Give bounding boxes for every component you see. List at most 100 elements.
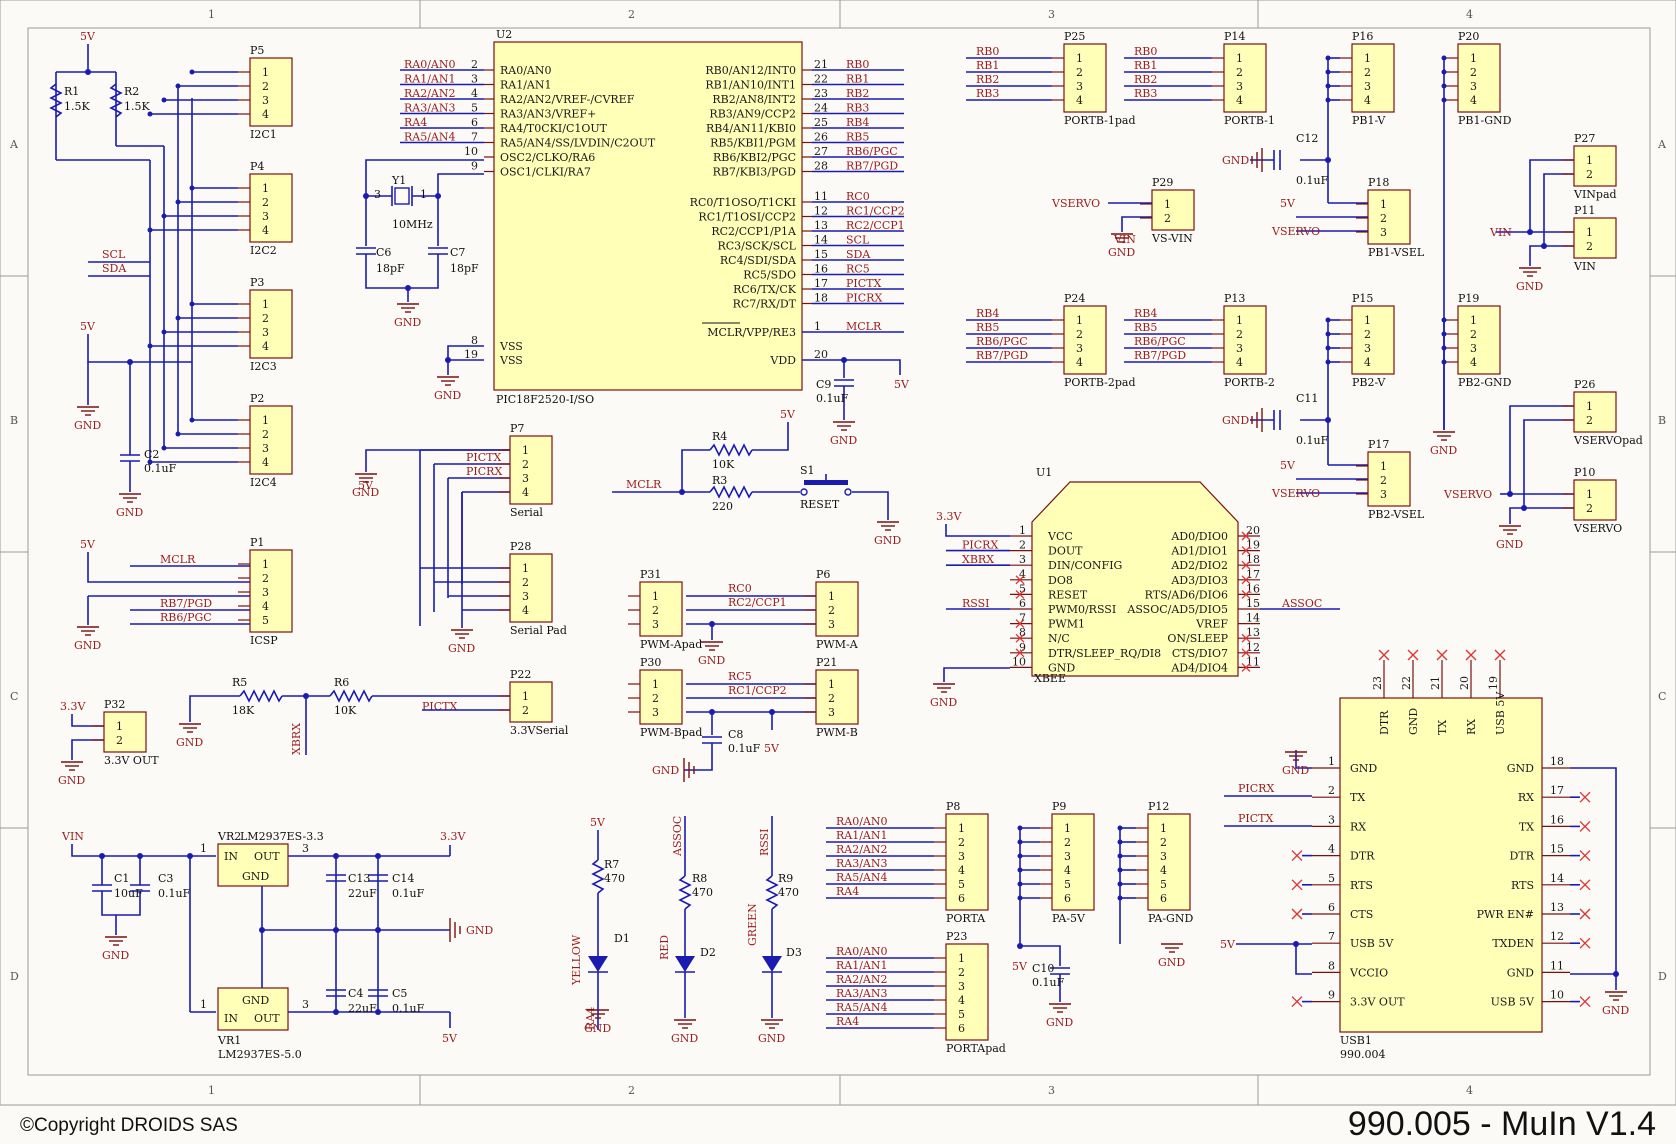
p23-net-3: RA3/AN3 bbox=[836, 987, 888, 1000]
p29-vservo-net: VSERVO bbox=[1051, 197, 1100, 210]
vr2-part: LM2937ES-3.3 bbox=[240, 830, 324, 843]
r6-resistor bbox=[329, 689, 373, 703]
p25-pin-3: 3 bbox=[1076, 80, 1083, 93]
p18-label: PB1-VSEL bbox=[1368, 246, 1425, 259]
net-33v-label: 3.3V bbox=[60, 700, 86, 713]
u2-net-22: RB1 bbox=[846, 73, 869, 86]
p4-pin-1: 1 bbox=[262, 182, 269, 195]
u1-pin-name-16: RTS/AD6/DIO6 bbox=[1145, 588, 1228, 601]
p23-body bbox=[945, 943, 989, 1041]
r3-value: 220 bbox=[712, 500, 733, 513]
p12-pin-2: 2 bbox=[1160, 836, 1167, 849]
p16-pin-1: 1 bbox=[1364, 52, 1371, 65]
p21-body bbox=[815, 669, 859, 725]
p14-net-0: RB0 bbox=[1134, 45, 1157, 58]
copyright-notice: ©Copyright DROIDS SAS bbox=[20, 1115, 238, 1136]
p6-ref: P6 bbox=[816, 568, 830, 581]
c9-ref: C9 bbox=[816, 378, 831, 391]
r2-value: 1.5K bbox=[124, 100, 150, 113]
p18-5v-net: 5V bbox=[1280, 197, 1296, 210]
p9-pin-3: 3 bbox=[1064, 850, 1071, 863]
p2-pin-2: 2 bbox=[262, 428, 269, 441]
zone-row-left-C: C bbox=[10, 690, 18, 703]
p24-net-1: RB5 bbox=[976, 321, 999, 334]
u2-net-28: RB7/PGD bbox=[846, 160, 898, 173]
zone-col-bottom-3: 3 bbox=[1048, 1084, 1055, 1097]
p20-pin-4: 4 bbox=[1470, 94, 1477, 107]
usb-pin-num-4: 4 bbox=[1328, 843, 1335, 856]
u2-pin-num-5: 5 bbox=[471, 102, 478, 115]
p19-label: PB2-GND bbox=[1458, 376, 1512, 389]
u2-pin-num-23: 23 bbox=[814, 87, 828, 100]
usb-pin-num-9: 9 bbox=[1328, 989, 1335, 1002]
r6-ref: R6 bbox=[334, 676, 349, 689]
r2-resistor bbox=[109, 83, 123, 118]
p21-pin-3: 3 bbox=[828, 706, 835, 719]
gnd-label: GND bbox=[58, 774, 85, 787]
p20-pin-3: 3 bbox=[1470, 80, 1477, 93]
u2-pin-num-20: 20 bbox=[814, 348, 828, 361]
p6-label: PWM-A bbox=[816, 638, 859, 651]
usb-pin-num-14: 14 bbox=[1550, 872, 1564, 885]
p8-ref: P8 bbox=[946, 800, 960, 813]
usb-pictx-net: PICTX bbox=[1238, 812, 1274, 825]
usb-section: USB1 990.004 1GND2TX3RX4DTR5RTS6CTS7USB … bbox=[1220, 649, 1619, 1061]
u1-pin-num-19: 19 bbox=[1246, 539, 1260, 552]
gnd-label: GND bbox=[1158, 956, 1185, 969]
d1-ra4-net: RA4 bbox=[584, 1007, 597, 1030]
usb-pin-name-18: GND bbox=[1507, 762, 1534, 775]
p12-ref: P12 bbox=[1148, 800, 1169, 813]
p11-pin-2: 2 bbox=[1586, 240, 1593, 253]
p16-pin-4: 4 bbox=[1364, 94, 1371, 107]
gnd-label: GND bbox=[874, 534, 901, 547]
p14-net-3: RB3 bbox=[1134, 87, 1157, 100]
p5-ref: P5 bbox=[250, 44, 264, 57]
usb-5v-net: 5V bbox=[1220, 938, 1236, 951]
usb-pin-name-17: RX bbox=[1518, 791, 1534, 804]
usb-pin-name-7: USB 5V bbox=[1350, 937, 1394, 950]
ground-symbol: GND bbox=[74, 626, 101, 652]
p9-body bbox=[1051, 813, 1095, 911]
c7-value: 18pF bbox=[450, 262, 479, 275]
p25-pin-4: 4 bbox=[1076, 94, 1083, 107]
zone-col-top-4: 4 bbox=[1466, 8, 1473, 21]
p25-ref: P25 bbox=[1064, 30, 1085, 43]
p11-label: VIN bbox=[1573, 260, 1596, 273]
p30-pin-2: 2 bbox=[652, 692, 659, 705]
p4-ref: P4 bbox=[250, 160, 264, 173]
zone-row-right-A: A bbox=[1657, 138, 1667, 151]
p1-label: ICSP bbox=[250, 634, 278, 647]
u1-part: XBEE bbox=[1034, 672, 1066, 685]
p31-pin-2: 2 bbox=[652, 604, 659, 617]
u1-pin-num-2: 2 bbox=[1019, 539, 1026, 552]
p24-net-2: RB6/PGC bbox=[976, 335, 1028, 348]
vdd-5v-net: 5V bbox=[894, 378, 910, 391]
p17-label: PB2-VSEL bbox=[1368, 508, 1425, 521]
u1-pin-num-13: 13 bbox=[1246, 626, 1260, 639]
u2-net-2: RA0/AN0 bbox=[404, 58, 456, 71]
u1-pin-num-15: 15 bbox=[1246, 597, 1260, 610]
p2-body bbox=[249, 405, 293, 475]
u2-net-12: RC1/CCP2 bbox=[846, 205, 905, 218]
p7-pin-1: 1 bbox=[522, 444, 529, 457]
c2-value: 0.1uF bbox=[144, 462, 177, 475]
p28-pin-4: 4 bbox=[522, 604, 529, 617]
pa-5v-net: 5V bbox=[1012, 960, 1028, 973]
u1-pin-name-13: ON/SLEEP bbox=[1167, 632, 1228, 645]
u2-net-21: RB0 bbox=[846, 58, 869, 71]
r1-ref: R1 bbox=[64, 85, 79, 98]
usb-pin-num-5: 5 bbox=[1328, 872, 1335, 885]
ground-symbol: GND bbox=[584, 1009, 611, 1035]
u1-pin-num-8: 8 bbox=[1019, 626, 1026, 639]
p7-pin-2: 2 bbox=[522, 458, 529, 471]
c12-gnd-net: GND bbox=[1222, 154, 1249, 167]
p20-pin-2: 2 bbox=[1470, 66, 1477, 79]
r7-value: 470 bbox=[604, 872, 625, 885]
u2-net-15: SDA bbox=[846, 248, 871, 261]
ground-symbol: GND bbox=[1282, 751, 1309, 777]
